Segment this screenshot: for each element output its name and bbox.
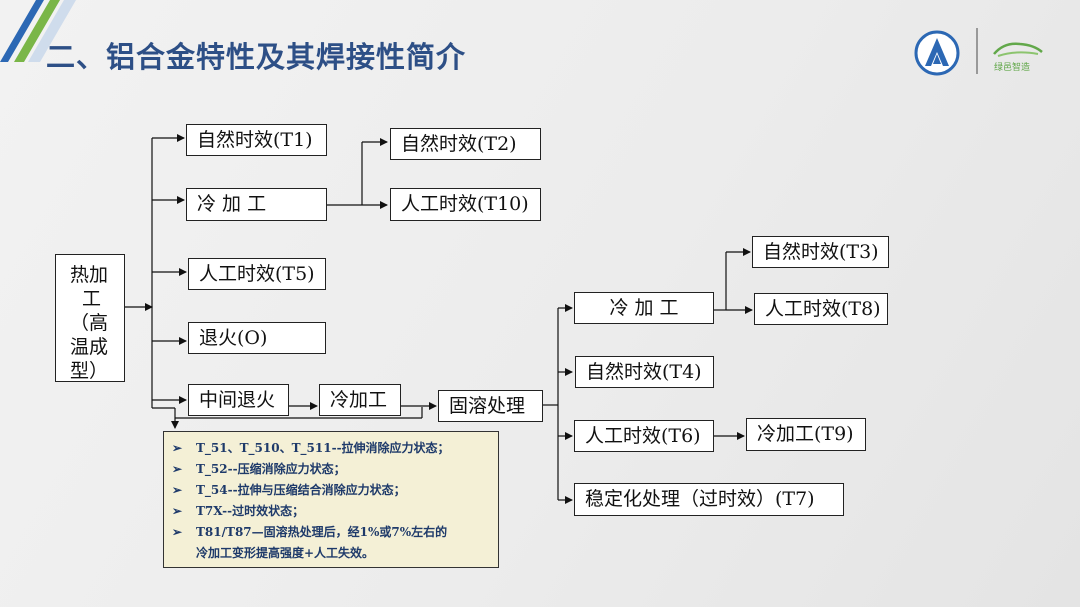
bullet-arrow-icon: ➢ [172, 462, 183, 476]
temper-notes-box: ➢ T_51、T_510、T_511--拉伸消除应力状态； ➢ T_52--压缩… [163, 431, 499, 568]
node-cold-working-3: 冷 加 工 [574, 292, 714, 324]
node-t8: 人工时效(T8) [754, 293, 888, 325]
node-t7: 稳定化处理（过时效）(T7) [574, 483, 844, 516]
root-line: 型） [70, 360, 109, 382]
note-item: ➢ T7X--过时效状态； [172, 501, 490, 522]
node-intermediate-anneal: 中间退火 [188, 384, 289, 416]
node-solution-treatment: 固溶处理 [438, 390, 543, 422]
node-t5: 人工时效(T5) [188, 258, 326, 290]
root-line: 热加 [70, 264, 109, 286]
company-logo-icon [914, 30, 960, 76]
slide-title: 二、铝合金特性及其焊接性简介 [46, 40, 467, 74]
root-line: （高 [70, 312, 109, 334]
logo-divider [976, 28, 978, 74]
bullet-arrow-icon: ➢ [172, 504, 183, 518]
root-line: 工 [82, 288, 102, 310]
note-item: ➢ T_51、T_510、T_511--拉伸消除应力状态； [172, 438, 490, 459]
car-logo-icon [993, 42, 1043, 57]
root-node-hot-working: 热加 工 （高 温成 型） [55, 254, 125, 382]
node-t9: 冷加工(T9) [746, 418, 866, 451]
note-item: ➢ T_52--压缩消除应力状态； [172, 459, 490, 480]
node-t10: 人工时效(T10) [390, 188, 541, 221]
corner-stripes [0, 0, 76, 62]
bullet-arrow-icon: ➢ [172, 525, 183, 539]
root-line: 温成 [70, 336, 109, 358]
bullet-arrow-icon: ➢ [172, 483, 183, 497]
note-continuation: 冷加工变形提高强度+人工失效。 [196, 546, 375, 560]
node-annealing-o: 退火(O) [188, 322, 326, 354]
note-item: ➢ T_54--拉伸与压缩结合消除应力状态； [172, 480, 490, 501]
node-t4: 自然时效(T4) [575, 356, 714, 388]
note-item: ➢ T81/T87—固溶热处理后，经1%或7%左右的 [172, 522, 490, 543]
node-t6: 人工时效(T6) [574, 420, 714, 452]
node-t3: 自然时效(T3) [752, 236, 889, 268]
logo-text: 绿邑智造 [994, 63, 1031, 73]
node-t1: 自然时效(T1) [186, 124, 327, 156]
node-t2: 自然时效(T2) [390, 128, 541, 160]
node-cold-working-2: 冷加工 [319, 384, 401, 416]
node-cold-working-1: 冷 加 工 [186, 188, 327, 221]
bullet-arrow-icon: ➢ [172, 441, 183, 455]
